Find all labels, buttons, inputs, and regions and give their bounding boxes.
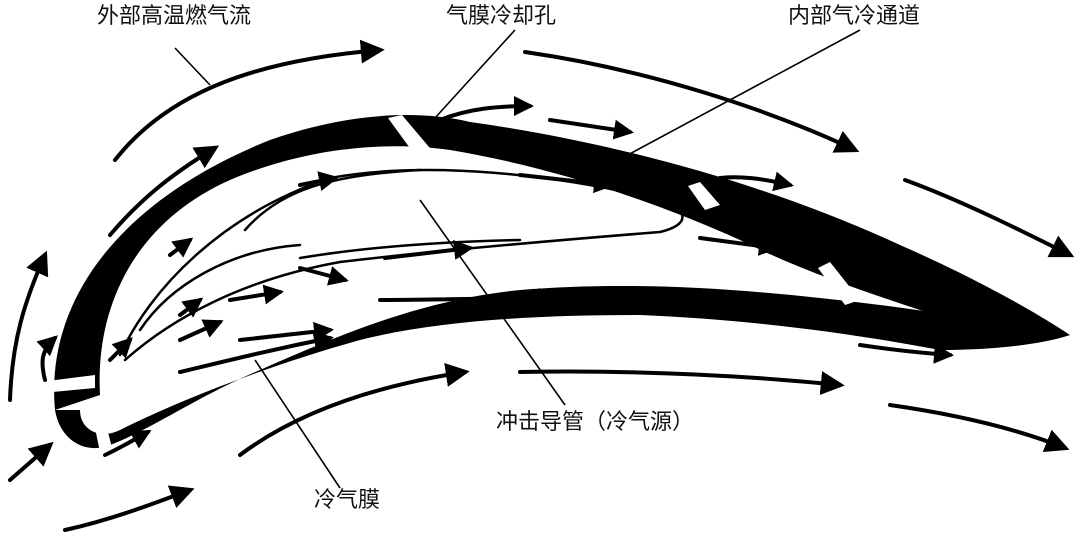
blade-wall (40, 115, 1070, 452)
leader-internal-channel (585, 30, 860, 178)
hot-gas-label: 外部高温燃气流 (97, 6, 251, 28)
cooling-film-label: 冷气膜 (314, 490, 380, 512)
film-hole-label: 气膜冷却孔 (446, 6, 556, 28)
internal-cooling-passage (120, 170, 683, 360)
film-hole-gap (328, 290, 365, 325)
leader-hot-gas (175, 48, 210, 85)
impingement-tube-label: 冲击导管（冷气源） (496, 412, 694, 434)
leader-cooling-film (255, 360, 340, 488)
internal-channel-label: 内部气冷通道 (788, 6, 920, 28)
